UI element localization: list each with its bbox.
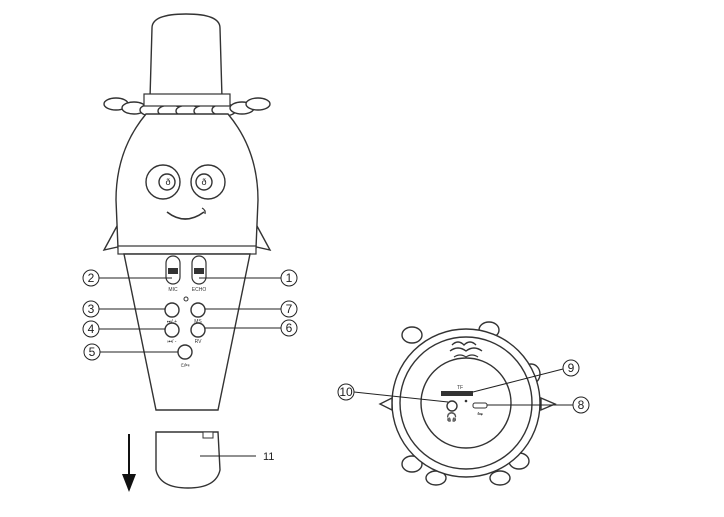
svg-text:5: 5 xyxy=(89,345,96,359)
microphone-front-view: ð ð MIC ECHO ⏭ xyxy=(102,13,272,489)
svg-text:ð: ð xyxy=(165,177,170,187)
collar-band xyxy=(117,245,257,255)
svg-text:9: 9 xyxy=(568,361,575,375)
usb-icon: ⇋ xyxy=(477,411,483,418)
next-plus-label: ⏭/ + xyxy=(167,319,177,325)
svg-text:10: 10 xyxy=(339,385,353,399)
mic-face-body xyxy=(115,113,259,249)
prev-minus-button[interactable]: ⏮/ - xyxy=(164,322,180,345)
callout-7: 7 xyxy=(205,300,298,318)
svg-text:3: 3 xyxy=(88,302,95,316)
callout-4: 4 xyxy=(82,320,165,338)
ms-button[interactable]: MS xyxy=(190,302,206,325)
svg-text:7: 7 xyxy=(286,302,293,316)
callout-1: 1 xyxy=(199,269,298,287)
callout-10: 10 xyxy=(337,383,449,403)
bottom-grille-pattern xyxy=(449,341,483,358)
next-plus-button[interactable]: ⏭/ + xyxy=(164,302,180,325)
mic-slider-label: MIC xyxy=(168,287,178,293)
ms-label: MS xyxy=(194,319,202,325)
left-eye: ð xyxy=(145,164,181,200)
smile xyxy=(166,211,205,220)
callout-11: 11 xyxy=(200,451,274,463)
svg-text:ð: ð xyxy=(201,177,206,187)
tf-card-slot[interactable] xyxy=(441,391,473,396)
headphone-jack[interactable] xyxy=(446,400,458,412)
callout-6: 6 xyxy=(205,319,298,337)
mic-volume-slider[interactable]: MIC xyxy=(165,255,181,293)
base-cap xyxy=(155,431,221,489)
headphone-icon: 🎧 xyxy=(446,411,457,422)
rv-label: RV xyxy=(195,339,203,345)
power-play-label: ⏻/⏯ xyxy=(181,363,190,369)
down-arrow-icon xyxy=(122,434,136,492)
mic-handle xyxy=(123,253,251,411)
callout-9: 9 xyxy=(472,359,580,393)
svg-text:8: 8 xyxy=(578,398,585,412)
echo-slider[interactable]: ECHO xyxy=(191,255,207,293)
prev-minus-label: ⏮/ - xyxy=(168,339,177,345)
rv-button[interactable]: RV xyxy=(190,322,206,345)
right-eye: ð xyxy=(190,164,226,200)
svg-text:4: 4 xyxy=(88,322,95,336)
mic-head xyxy=(149,13,223,99)
callout-2: 2 xyxy=(82,269,172,287)
microphone-bottom-view: TF 🎧 ⇋ xyxy=(378,321,557,486)
tf-slot-label: TF xyxy=(457,385,463,391)
bottom-left-wing xyxy=(378,396,393,412)
bottom-right-wing xyxy=(540,396,557,412)
callout-8: 8 xyxy=(487,396,590,414)
callout-3: 3 xyxy=(82,300,165,318)
echo-slider-label: ECHO xyxy=(192,287,207,293)
svg-text:1: 1 xyxy=(286,271,293,285)
bottom-inner-plate xyxy=(420,357,512,449)
svg-text:2: 2 xyxy=(88,271,95,285)
svg-text:11: 11 xyxy=(263,451,274,463)
svg-text:6: 6 xyxy=(286,321,293,335)
indicator-led xyxy=(183,296,189,302)
usb-port[interactable] xyxy=(472,402,488,409)
callout-5: 5 xyxy=(83,343,178,361)
